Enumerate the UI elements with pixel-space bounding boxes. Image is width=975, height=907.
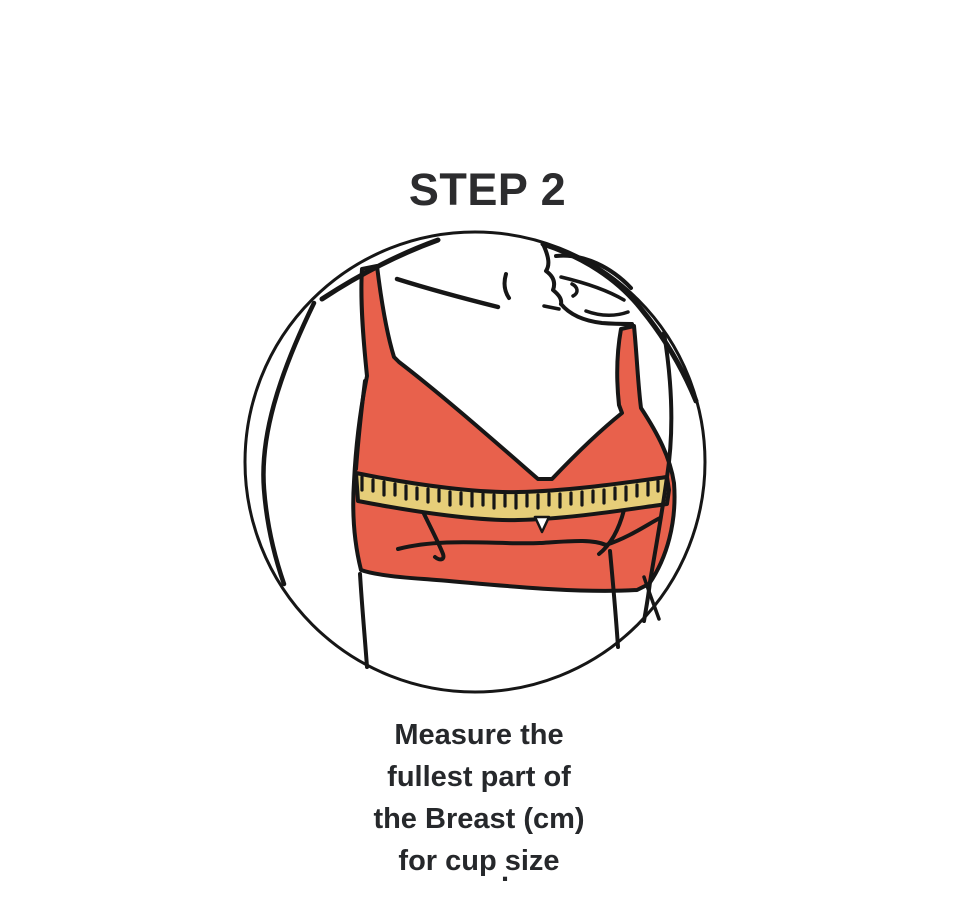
hair-bun <box>540 241 699 404</box>
caption-line: for cup size <box>398 845 560 877</box>
body-outline <box>261 237 674 669</box>
tape-tick-marks <box>360 475 660 510</box>
left-arm-line <box>261 300 317 587</box>
caption-line: Measure the <box>394 719 564 751</box>
left-armpit-line <box>354 379 367 471</box>
bra-measurement-illustration <box>243 230 707 694</box>
tape-band <box>354 471 671 523</box>
measuring-tape <box>354 471 671 523</box>
caption-line: fullest part of <box>387 761 571 793</box>
sternum-notch-line <box>502 272 511 300</box>
left-shoulder-line <box>319 237 441 302</box>
caption-text: Measure the fullest part of the Breast (… <box>0 714 958 882</box>
collarbone-line <box>394 276 501 310</box>
cleavage-notch <box>533 515 551 534</box>
right-torso-line <box>608 549 620 649</box>
right-arm-lower-line <box>642 575 661 621</box>
caption-line: the Breast (cm) <box>373 803 585 835</box>
page-title: STEP 2 <box>408 164 567 215</box>
right-arm-edge-line <box>642 331 674 623</box>
bra-crease-lines <box>396 497 662 562</box>
measurement-figure <box>240 227 710 697</box>
left-torso-line <box>358 572 369 669</box>
stray-period-mark: . <box>501 856 510 888</box>
